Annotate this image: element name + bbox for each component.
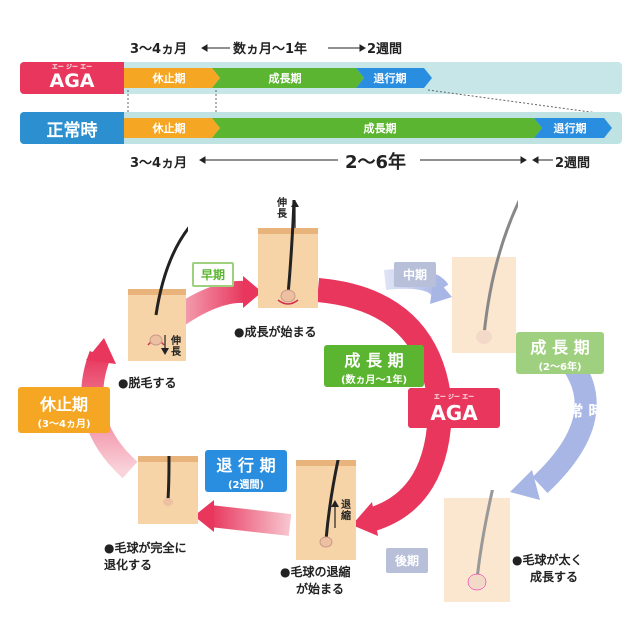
caption-bulb-shrink-line2: が始まる (296, 582, 345, 596)
normal-regression-duration: 2週間 (555, 156, 591, 171)
caption-complete-line2: 退化する (104, 558, 153, 572)
caption-shed: ●脱毛する (118, 376, 177, 390)
timeline-connectors (127, 89, 606, 115)
follicle-shed-illustration (128, 226, 188, 361)
resting-phase-title: 休止期 (39, 394, 88, 414)
aga-duration-arrows (201, 44, 366, 52)
normal-badge: 正常時 (20, 112, 124, 144)
caption-bulb-shrink: ●毛球の退縮 が始まる (280, 564, 350, 598)
follicle-growth-start-illustration (258, 200, 318, 308)
follicle-mid-illustration (452, 199, 518, 353)
aga-badge-ruby: エー ジー エー (51, 64, 93, 71)
follicle-complete-illustration (138, 456, 198, 524)
tag-early: 早期 (192, 262, 235, 287)
follicle-regression-illustration (296, 460, 356, 560)
aga-regression-duration: 2週間 (367, 42, 403, 57)
regression-phase-duration: (2週間) (227, 479, 265, 491)
aga-phase-regression: 退行期 (373, 72, 407, 85)
shed-grow-label: 伸長 (171, 336, 181, 358)
regression-shrink-label: 退縮 (341, 500, 351, 522)
regression-phase-box: 退 行 期 (2週間) (205, 450, 287, 492)
caption-complete-line1: ●毛球が完全に (104, 541, 187, 555)
down-arrow-icon (161, 335, 169, 355)
regression-phase-title: 退 行 期 (216, 455, 276, 475)
normal-phase-arrows (124, 118, 612, 138)
caption-thick-line1: ●毛球が太く (512, 553, 583, 567)
aga-growth-duration: 数ヵ月～1年 (233, 42, 308, 57)
resting-phase-box: 休止期 (3～4ヵ月) (18, 387, 110, 433)
resting-phase-duration: (3～4ヵ月) (37, 418, 91, 430)
caption-thick-line2: 成長する (530, 570, 579, 584)
normal-phase-growth: 成長期 (363, 122, 397, 135)
caption-bulb-shrink-line1: ●毛球の退縮 (280, 565, 351, 579)
caption-complete: ●毛球が完全に 退化する (104, 540, 186, 574)
up-arrow-icon-shrink (331, 500, 339, 528)
normal-growth-duration: 2～6年 (345, 152, 407, 173)
growth-start-grow-label: 伸長 (277, 198, 287, 220)
aga-phase-rest: 休止期 (152, 72, 186, 85)
up-arrow-icon (291, 200, 299, 228)
aga-phase-growth: 成長期 (268, 72, 302, 85)
normal-growth-title: 成 長 期 (530, 337, 590, 357)
normal-growth-phase-box: 成 長 期 (2～6年) (516, 332, 604, 374)
caption-thick: ●毛球が太く 成長する (512, 552, 582, 586)
normal-cycle-label: 正 常 時 (548, 402, 604, 420)
aga-phase-arrows (124, 68, 432, 88)
normal-growth-duration: (2～6年) (538, 361, 582, 373)
normal-duration-arrows (199, 156, 553, 164)
aga-rest-duration: 3～4ヵ月 (130, 42, 188, 57)
aga-cycle-ruby: エー ジー エー (433, 393, 475, 401)
follicle-late-illustration (444, 490, 510, 602)
aga-badge-label: AGA (49, 70, 95, 92)
normal-phase-rest: 休止期 (152, 122, 186, 135)
normal-rest-duration: 3～4ヵ月 (130, 156, 188, 171)
growth-phase-box: 成 長 期 (数ヵ月～1年) (324, 345, 424, 387)
tag-late: 後期 (386, 548, 429, 573)
aga-cycle-box: エー ジー エー AGA (408, 388, 500, 428)
growth-phase-title: 成 長 期 (344, 350, 404, 370)
aga-cycle-label: AGA (430, 400, 478, 425)
growth-phase-duration: (数ヵ月～1年) (340, 374, 408, 386)
normal-phase-regression: 退行期 (553, 122, 587, 135)
caption-growth-start: ●成長が始まる (234, 325, 317, 339)
tag-mid: 中期 (394, 262, 437, 287)
aga-badge: エー ジー エー AGA (20, 62, 124, 94)
